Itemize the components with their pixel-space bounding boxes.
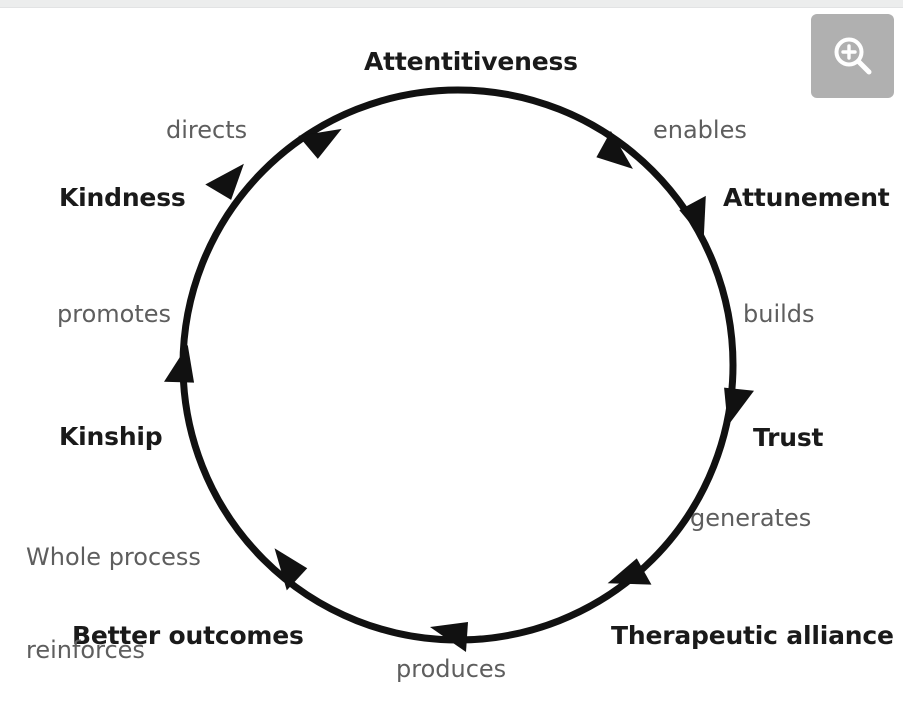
arrowhead-to-better-outcomes — [274, 548, 308, 591]
node-label-therapeutic-alliance: Therapeutic alliance — [611, 621, 894, 650]
diagram-canvas: Attentitiveness Attunement Trust Therape… — [0, 8, 903, 713]
arrowhead-builds — [724, 387, 754, 426]
edge-label-produces: produces — [396, 655, 507, 683]
node-label-attunement: Attunement — [723, 183, 890, 212]
node-label-trust: Trust — [753, 423, 824, 452]
arrowhead-to-attunement — [679, 195, 706, 240]
node-label-kindness: Kindness — [59, 183, 186, 212]
arrowhead-produces — [430, 622, 468, 652]
arrowhead-enables — [596, 130, 633, 169]
edge-label-promotes: promotes — [57, 300, 171, 328]
arrowhead-generates — [607, 558, 652, 585]
zoom-in-magnifier-icon — [830, 33, 876, 79]
viewer-top-strip — [0, 0, 903, 8]
edge-label-builds: builds — [743, 300, 815, 328]
edge-label-enables: enables — [653, 116, 747, 144]
note-line-1: Whole process — [26, 543, 201, 572]
arrowhead-to-kindness — [205, 163, 244, 200]
edge-label-directs: directs — [166, 116, 248, 144]
arrowhead-directs — [298, 128, 342, 159]
cycle-diagram-graphic — [164, 86, 754, 652]
note-line-2: reinforces — [26, 635, 145, 664]
node-label-attentitiveness: Attentitiveness — [364, 47, 578, 76]
zoom-in-button[interactable] — [811, 14, 894, 98]
edge-label-generates: generates — [690, 504, 812, 532]
arrowhead-promotes — [164, 344, 195, 383]
node-label-kinship: Kinship — [59, 422, 163, 451]
whole-process-note: Whole process reinforces conditions for … — [26, 481, 225, 713]
cycle-ring — [179, 86, 737, 644]
node-label-better-outcomes: Better outcomes — [72, 621, 304, 650]
